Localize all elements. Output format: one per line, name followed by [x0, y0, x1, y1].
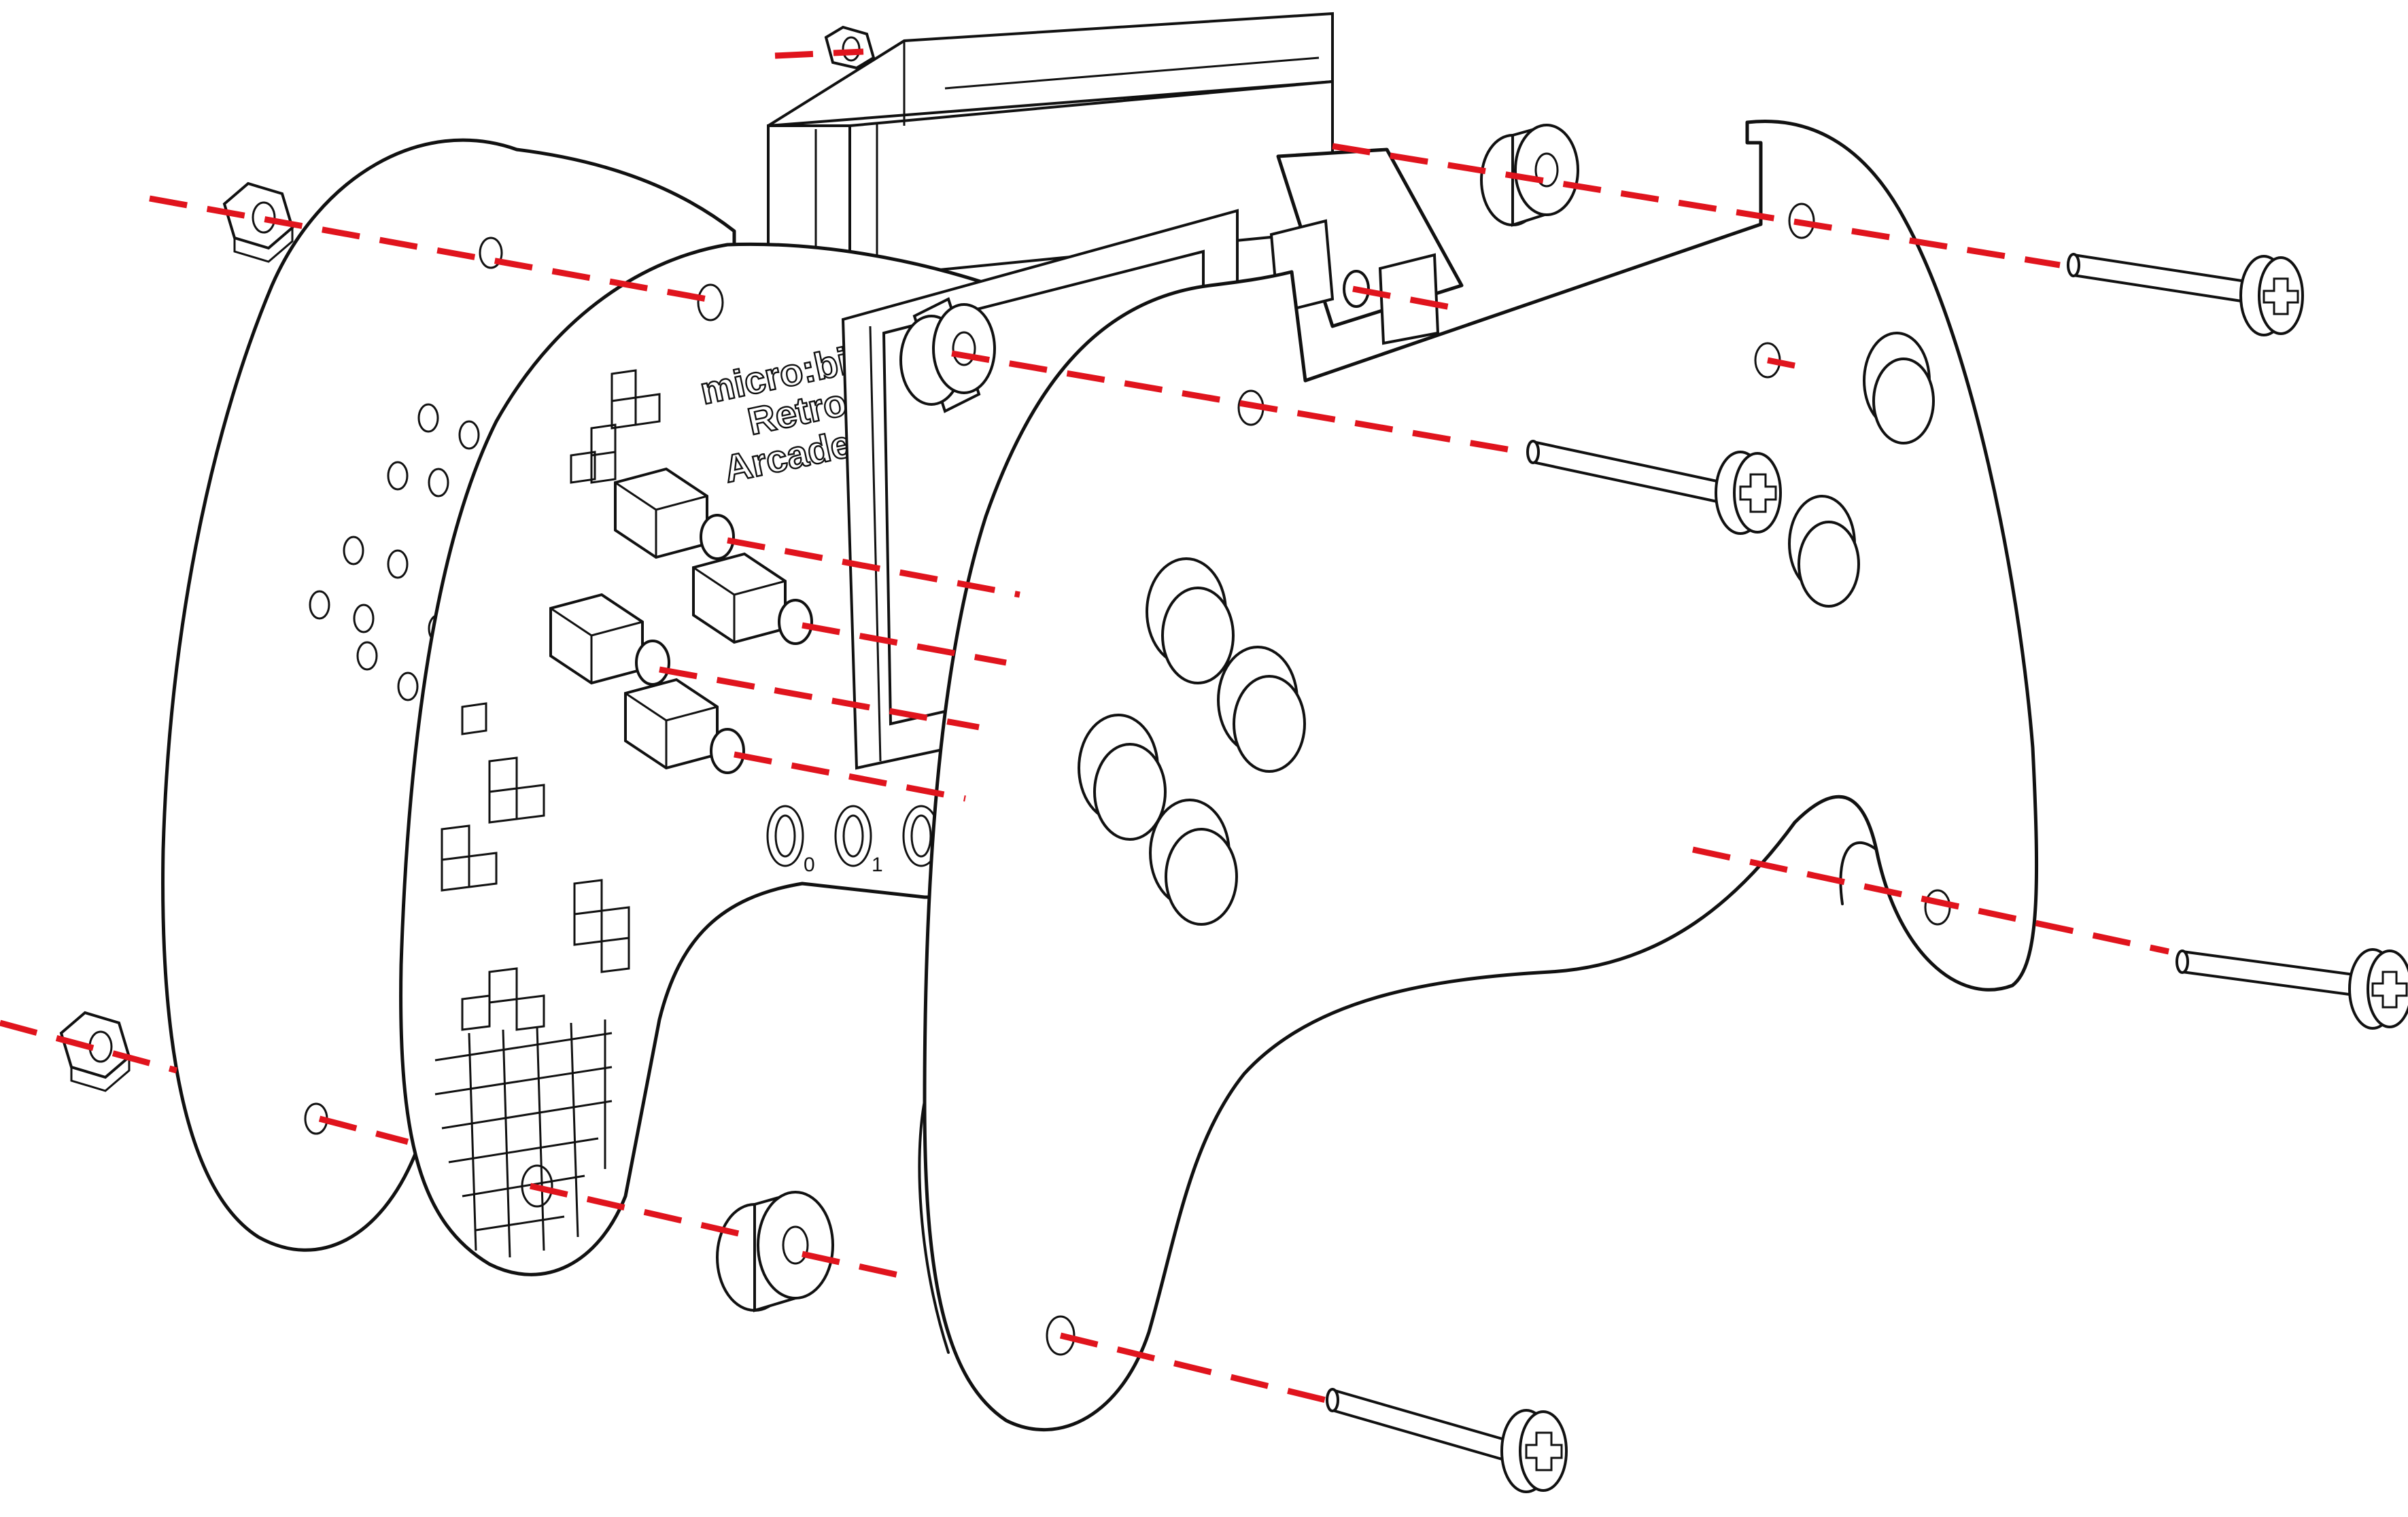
back-plate-hole-top: [479, 237, 503, 269]
front-plate-hole-5: [1046, 1315, 1076, 1356]
axis-2: [1332, 143, 2061, 268]
nut-left: [222, 181, 294, 263]
axis-15: [802, 1251, 912, 1281]
edge-pads: 0 1 2: [766, 805, 951, 876]
axis-13: [318, 1115, 409, 1145]
axis-7: [727, 537, 1020, 598]
axis-10: [734, 751, 966, 802]
dpad-right: [1217, 646, 1306, 773]
axis-8: [802, 622, 1007, 666]
front-board-hole-bottom: [521, 1164, 553, 1208]
tactile-button-1: [614, 467, 735, 560]
pad-label-0: 0: [804, 854, 815, 876]
tactile-buttons: [549, 467, 813, 774]
axis-5: [1352, 285, 1462, 313]
pad-label-1: 1: [872, 854, 883, 876]
dpad-buttons: [1078, 557, 1306, 926]
pad-0: [766, 805, 804, 867]
axis-9: [659, 666, 980, 731]
spacers: [716, 124, 1579, 1312]
front-board-hole-top: [697, 283, 724, 321]
speaker-grille: [309, 403, 487, 701]
dpad-down: [1149, 799, 1238, 926]
screw-2: [1526, 440, 1782, 535]
button-a: [1863, 332, 1935, 444]
screw-3: [2175, 948, 2408, 1030]
tetris-pattern-bottom: [434, 702, 630, 1258]
spacer-3: [716, 1191, 834, 1312]
screw-1: [2067, 253, 2304, 336]
tactile-button-2: [692, 552, 813, 645]
nut-top: [824, 25, 876, 70]
axis-12: [0, 1019, 178, 1074]
tactile-button-4: [624, 678, 745, 774]
pad-1: [834, 805, 872, 867]
nuts: [59, 25, 876, 1092]
axis-3: [149, 195, 708, 302]
tetris-pattern-top: [570, 369, 661, 484]
axis-11: [1692, 846, 2169, 955]
axis-16: [1059, 1332, 1327, 1403]
spacer-2: [1480, 124, 1579, 227]
spacer-1: [899, 297, 996, 413]
tactile-button-3: [549, 593, 670, 686]
assembly-axes: [0, 48, 2169, 1403]
button-b: [1788, 495, 1860, 608]
front-plate-outline: [923, 120, 2039, 1432]
front-plate-hole-3: [1788, 203, 1815, 239]
screws: [1326, 253, 2408, 1493]
axis-4: [951, 350, 1524, 455]
axis-6: [1767, 357, 1795, 369]
edge-connector: [767, 12, 1334, 281]
dpad-left: [1078, 714, 1167, 841]
axis-14: [529, 1183, 749, 1239]
dpad-up: [1146, 557, 1235, 684]
screw-4: [1326, 1388, 1568, 1493]
front-plate: [918, 120, 2039, 1432]
axis-1: [774, 48, 864, 59]
action-buttons: [1788, 332, 1935, 608]
